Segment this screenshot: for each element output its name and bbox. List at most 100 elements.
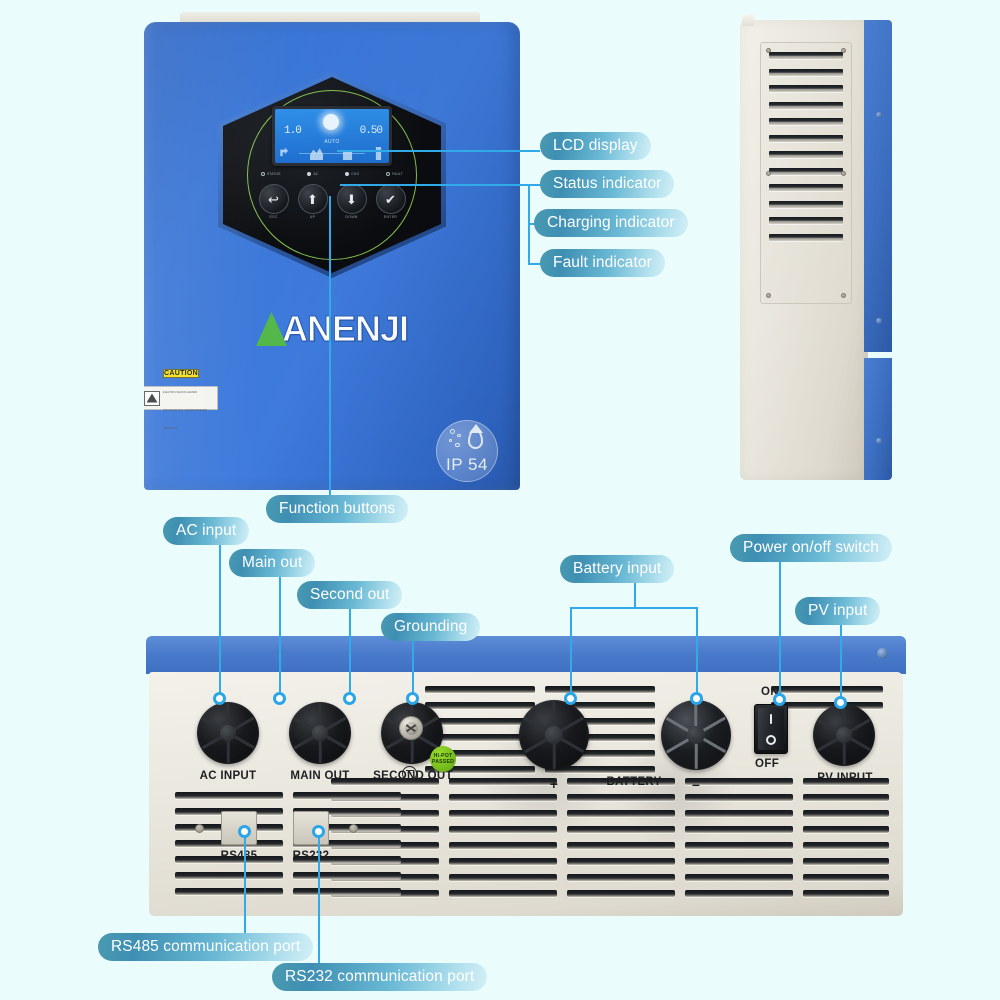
dot-ac-input: [213, 692, 226, 705]
vent-plate-screw-tl: [766, 48, 771, 53]
callout-second-out[interactable]: Second out: [297, 581, 403, 609]
callout-grounding[interactable]: Grounding: [381, 613, 481, 641]
side-top-lip: [742, 14, 754, 26]
vent-plate-screw-ml: [766, 171, 771, 176]
callout-power-switch[interactable]: Power on/off switch: [730, 534, 893, 562]
hipot-line-2: PASSED: [431, 759, 455, 765]
lcd-load-icon: [375, 147, 382, 160]
louver-vent: [769, 167, 843, 175]
vent-group-mid-b: [449, 778, 557, 906]
power-switch[interactable]: [754, 704, 788, 754]
louver-vent: [769, 233, 843, 241]
callout-battery-input[interactable]: Battery input: [560, 555, 675, 583]
lcd-pv-icon: [280, 147, 289, 157]
leader-main-out: [279, 577, 281, 698]
vent-plate-screw-tr: [841, 48, 846, 53]
lcd-screen[interactable]: 1.0 0.50 AUTO: [275, 109, 389, 163]
callout-pv-input[interactable]: PV input: [795, 597, 881, 625]
caution-heading: CAUTION: [163, 369, 199, 378]
ip-rating-badge: IP 54: [436, 420, 498, 482]
bubble-icon-2: [457, 433, 461, 437]
callout-charging-indicator[interactable]: Charging indicator: [534, 209, 688, 237]
leader-power-switch: [779, 553, 781, 699]
leader-status-stub: [528, 184, 542, 186]
louver-vent: [769, 184, 843, 191]
up-button[interactable]: ⬆ UP: [296, 184, 329, 219]
battery-negative-port[interactable]: [661, 700, 731, 770]
switch-on-icon: [770, 713, 772, 724]
front-view-inverter: 1.0 0.50 AUTO: [144, 12, 520, 490]
caution-line-2: DISCONNECT ALL POWER BEFORE SERVICING: [163, 409, 208, 430]
side-blue-edge-top: [864, 20, 892, 352]
switch-off-label: OFF: [755, 758, 780, 770]
callout-lcd-display[interactable]: LCD display: [540, 132, 651, 160]
lcd-battery-icon: [342, 150, 353, 160]
bubble-icon-4: [455, 442, 460, 447]
up-button-glyph: ⬆: [297, 184, 328, 214]
callout-main-out[interactable]: Main out: [229, 549, 316, 577]
ac-led: AC: [307, 172, 318, 176]
vent-group-lower-left2: [293, 792, 401, 904]
leader-fault-stub: [528, 263, 542, 265]
leader-status-indicator: [340, 184, 528, 186]
vent-group-lower-right: [803, 778, 889, 906]
callout-rs485-comm[interactable]: RS485 communication port: [98, 933, 314, 961]
callout-fault-indicator[interactable]: Fault indicator: [540, 249, 665, 277]
wall-mount-bracket: [180, 12, 480, 24]
sun-icon: [323, 114, 339, 130]
lcd-bezel: 1.0 0.50 AUTO: [272, 106, 392, 166]
status-led-dot: [261, 172, 265, 176]
dot-power-switch: [773, 693, 786, 706]
pv-input-port[interactable]: [813, 704, 875, 766]
charging-led-label: CHG: [351, 172, 360, 176]
down-button-glyph: ⬇: [336, 184, 367, 214]
battery-negative-label: –: [691, 776, 701, 792]
leader-ac-input: [219, 545, 221, 698]
bubble-icon-1: [450, 428, 455, 434]
grounding-screw[interactable]: [399, 716, 423, 740]
side-edge-screw-1: [876, 112, 882, 118]
louver-vent: [769, 118, 843, 125]
leader-second-out: [349, 609, 351, 698]
battery-positive-port[interactable]: [519, 700, 589, 770]
vent-plate-screw-bl: [766, 293, 771, 298]
lcd-grid-icon: [310, 148, 323, 160]
rs232-label: RS232: [292, 850, 330, 862]
callout-function-buttons[interactable]: Function buttons: [266, 495, 409, 523]
lcd-mode-label: AUTO: [324, 139, 340, 145]
esc-button[interactable]: ↩ ESC: [257, 184, 290, 219]
lcd-icon-row: [279, 142, 385, 160]
louver-vent: [769, 85, 843, 92]
bubble-icon-3: [449, 438, 452, 442]
dot-rs232: [312, 825, 325, 838]
bottom-connector-panel: AC INPUT MAIN OUT SECOND OUT: [149, 672, 903, 916]
dot-second-out: [343, 692, 356, 705]
fault-led-dot: [386, 172, 391, 176]
up-button-label: UP: [309, 215, 316, 219]
dot-battery-positive: [564, 692, 577, 705]
side-vent-plate: [760, 42, 852, 304]
main-out-port[interactable]: [289, 702, 351, 764]
esc-button-glyph: ↩: [258, 184, 289, 214]
enter-button[interactable]: ✔ ENTER: [374, 184, 407, 219]
vent-group-mid-d: [685, 778, 793, 906]
brand-name: ANENJI: [281, 308, 409, 350]
leader-pv-input: [840, 625, 842, 702]
callout-ac-input[interactable]: AC input: [163, 517, 250, 545]
dot-pv-input: [834, 696, 847, 709]
warning-triangle-icon: [144, 390, 160, 406]
down-button[interactable]: ⬇ DOWN: [335, 184, 368, 219]
dot-battery-negative: [690, 692, 703, 705]
vent-plate-screw-br: [841, 293, 846, 298]
callout-status-indicator[interactable]: Status indicator: [540, 170, 675, 198]
fault-led: FAULT: [386, 172, 403, 176]
battery-center-label: BATTERY: [606, 776, 662, 788]
leader-rs232: [318, 829, 320, 969]
status-led: STATUS: [261, 172, 280, 176]
esc-button-label: ESC: [269, 215, 278, 219]
bottom-view-inverter: AC INPUT MAIN OUT SECOND OUT: [146, 636, 906, 916]
vent-group-upper-left: [425, 686, 535, 782]
callout-rs232-comm[interactable]: RS232 communication port: [272, 963, 488, 991]
ac-input-port[interactable]: [197, 702, 259, 764]
louver-vent: [769, 68, 843, 76]
